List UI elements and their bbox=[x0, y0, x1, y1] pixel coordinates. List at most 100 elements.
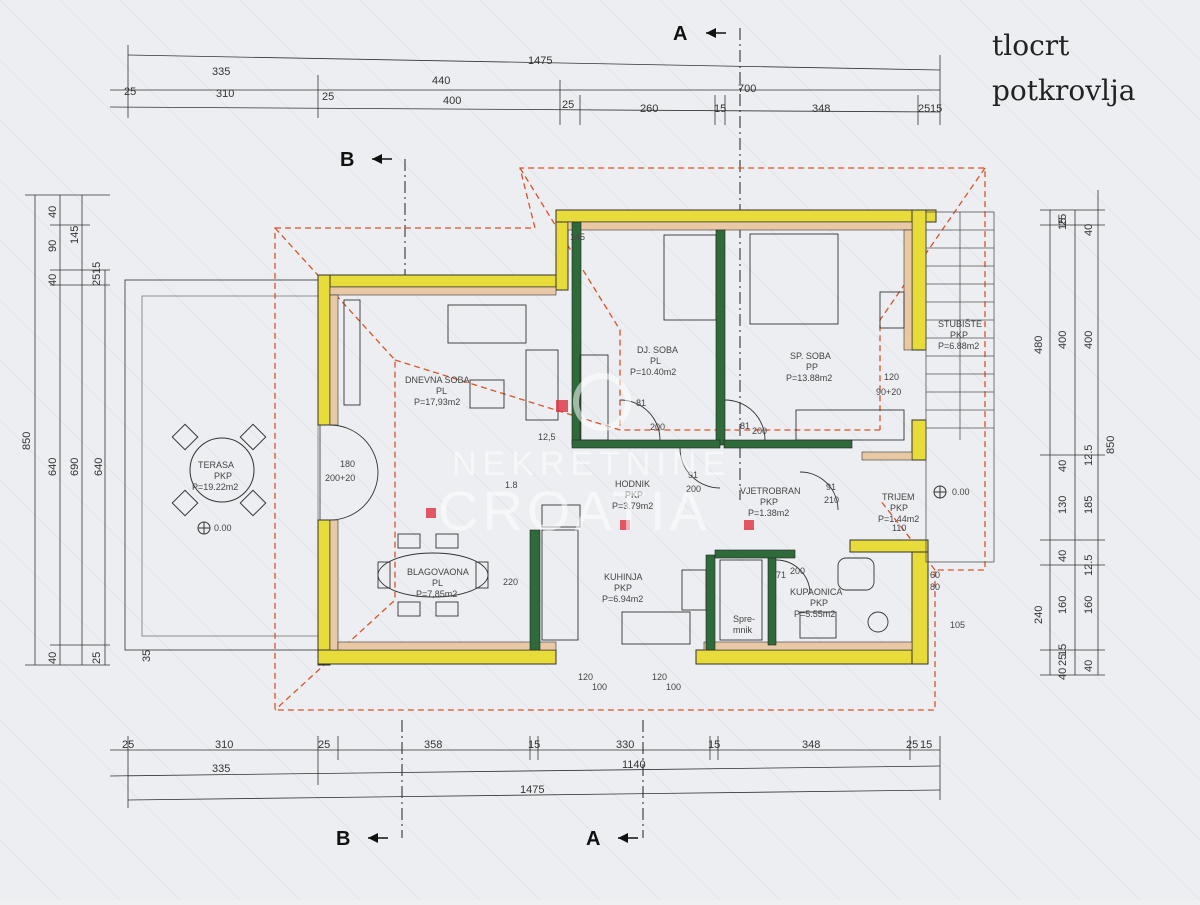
room-name: KUHINJA bbox=[604, 572, 643, 582]
door-vjet-w: 91 bbox=[826, 482, 836, 492]
top-dim-335: 335 bbox=[212, 66, 230, 78]
bottom-dim-total: 1475 bbox=[520, 784, 544, 796]
right-dim-25b: 25 bbox=[1057, 654, 1069, 666]
room-area: P=3.79m2 bbox=[612, 501, 653, 511]
room-area: P=17,93m2 bbox=[414, 397, 460, 407]
room-kuhinja: KUHINJA PKP P=6.94m2 bbox=[602, 572, 643, 604]
title-line-2: potkrovlja bbox=[992, 74, 1135, 107]
door-hod-w: 91 bbox=[688, 470, 698, 480]
section-a-top: A bbox=[673, 23, 741, 500]
room-name: DNEVNA SOBA bbox=[405, 375, 470, 385]
room-code: PP bbox=[806, 362, 818, 372]
room-area: P=1.44m2 bbox=[878, 514, 919, 524]
staircase bbox=[925, 211, 995, 563]
right-dim-40b: 40 bbox=[1057, 460, 1069, 472]
top-dim-a: 25 bbox=[124, 86, 136, 98]
door-sp-h: 200 bbox=[752, 426, 767, 436]
door-kup-h: 200 bbox=[790, 566, 805, 576]
room-name: SP. SOBA bbox=[790, 351, 831, 361]
room-code: PKP bbox=[890, 503, 908, 513]
top-dim-440: 440 bbox=[432, 75, 450, 87]
bottom-dim-i: 25 bbox=[906, 739, 918, 751]
bottom-dim-e: 15 bbox=[528, 739, 540, 751]
room-dnevna: DNEVNA SOBA PL P=17,93m2 bbox=[405, 375, 470, 407]
room-code: PKP bbox=[614, 583, 632, 593]
bottom-dim-j: 15 bbox=[920, 739, 932, 751]
right-dim-15b: 15 bbox=[1057, 644, 1069, 656]
room-code: PL bbox=[432, 578, 443, 588]
door-sp-w: 81 bbox=[740, 421, 750, 431]
door-dj-h: 200 bbox=[650, 422, 665, 432]
section-a-bottom: A bbox=[586, 720, 644, 850]
bottom-dim-ticks bbox=[127, 736, 941, 808]
top-dim-h: 348 bbox=[812, 103, 830, 115]
room-area: P=6.88m2 bbox=[938, 341, 979, 351]
room-name: BLAGOVAONA bbox=[407, 567, 469, 577]
top-dim-g: 15 bbox=[714, 103, 726, 115]
section-b-bottom-letter: B bbox=[336, 828, 350, 850]
section-b-top: B bbox=[340, 149, 406, 280]
bottom-dim-335: 335 bbox=[212, 763, 230, 775]
top-dimensions bbox=[109, 54, 941, 113]
bottom-dimensions bbox=[109, 749, 941, 801]
room-name: VJETROBRAN bbox=[740, 486, 801, 496]
right-dim-40e: 40 bbox=[1057, 668, 1069, 680]
window-kuh1-w: 120 bbox=[578, 672, 593, 682]
top-dim-i: 25 bbox=[918, 103, 930, 115]
outer-walls bbox=[317, 209, 937, 666]
watermark: NEKRETNINE CROATIA bbox=[426, 373, 754, 542]
right-dim-40d: 40 bbox=[1083, 660, 1095, 672]
wall-insulation bbox=[329, 221, 913, 651]
room-code: PL bbox=[436, 386, 447, 396]
window-kuh2-w: 120 bbox=[652, 672, 667, 682]
kup-win-h: 80 bbox=[930, 582, 940, 592]
bottom-dim-1140: 1140 bbox=[622, 759, 646, 771]
left-dim-850: 850 bbox=[21, 432, 33, 450]
room-name: TRIJEM bbox=[882, 492, 915, 502]
top-dim-d: 400 bbox=[443, 95, 461, 107]
room-sp-soba: SP. SOBA PP P=13.88m2 bbox=[786, 351, 832, 383]
bottom-dim-f: 330 bbox=[616, 739, 634, 751]
right-dim-850: 850 bbox=[1105, 436, 1117, 454]
top-dim-b: 310 bbox=[216, 88, 234, 100]
bottom-dim-a: 25 bbox=[122, 739, 134, 751]
room-code: PKP bbox=[625, 490, 643, 500]
hod-small-dim: 1.8 bbox=[505, 480, 518, 490]
trijem-width: 110 bbox=[892, 523, 906, 533]
right-dim-12a: 12.5 bbox=[1083, 445, 1095, 466]
top-dim-ticks bbox=[127, 45, 941, 125]
level-marker-terasa: 0.00 bbox=[197, 521, 232, 535]
right-dim-160a: 160 bbox=[1057, 596, 1069, 614]
window-kuh2-h: 100 bbox=[666, 682, 681, 692]
room-area: P=10.40m2 bbox=[630, 367, 676, 377]
right-dim-130: 130 bbox=[1057, 496, 1069, 514]
section-b-bottom: B bbox=[336, 720, 403, 850]
door-vjet-h: 210 bbox=[824, 495, 839, 505]
door-main-w: 180 bbox=[340, 459, 355, 469]
top-dim-e: 25 bbox=[562, 99, 574, 111]
bottom-dim-d: 358 bbox=[424, 739, 442, 751]
room-name: DJ. SOBA bbox=[637, 345, 678, 355]
window-kuh1-h: 100 bbox=[592, 682, 607, 692]
kup-side-dim: 105 bbox=[950, 620, 965, 630]
kuh-small-dim: 220 bbox=[503, 577, 518, 587]
right-dim-160b: 160 bbox=[1083, 596, 1095, 614]
room-stubiste: STUBIŠTE PKP P=6.88m2 bbox=[938, 319, 982, 351]
room-code: PKP bbox=[950, 330, 968, 340]
title-line-1: tlocrt bbox=[992, 29, 1070, 62]
sp-small-dim: 145 bbox=[570, 232, 585, 242]
room-trijem: TRIJEM PKP P=1.44m2 bbox=[878, 492, 919, 524]
right-dim-25: 25 bbox=[1057, 214, 1069, 226]
room-code: PKP bbox=[810, 598, 828, 608]
left-dim-25: 25 bbox=[91, 274, 103, 286]
level-marker-trijem: 0.00 bbox=[933, 485, 970, 499]
window-sp-w: 120 bbox=[884, 372, 899, 382]
room-code: PKP bbox=[760, 497, 778, 507]
top-dim-c: 25 bbox=[322, 91, 334, 103]
room-area: P=19.22m2 bbox=[192, 482, 238, 492]
right-dim-400a: 400 bbox=[1057, 331, 1069, 349]
top-dim-700: 700 bbox=[738, 83, 756, 95]
room-hodnik: HODNIK PKP P=3.79m2 bbox=[612, 479, 653, 511]
room-area: P=5.55m2 bbox=[794, 609, 835, 619]
top-dim-f: 260 bbox=[640, 103, 658, 115]
